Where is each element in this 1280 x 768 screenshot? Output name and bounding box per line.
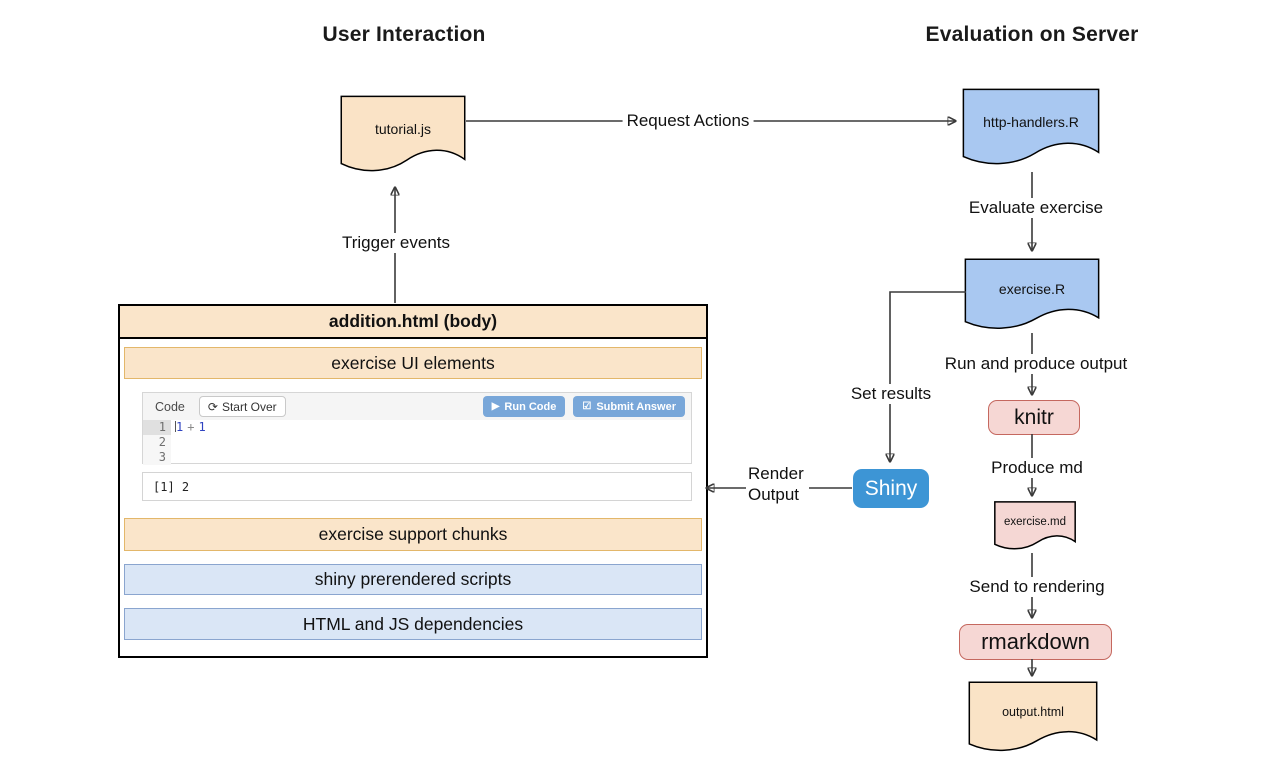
code-token: + bbox=[187, 420, 195, 434]
code-line: 1+1 bbox=[171, 420, 691, 435]
label-send-to-rendering: Send to rendering bbox=[965, 577, 1109, 597]
exercise-output-text: [1] 2 bbox=[153, 479, 190, 494]
addition-html-header: addition.html (body) bbox=[120, 306, 706, 339]
band-shiny-prerendered-scripts: shiny prerendered scripts bbox=[124, 564, 702, 595]
band-exercise-support-chunks: exercise support chunks bbox=[124, 518, 702, 551]
document-shape bbox=[968, 681, 1098, 758]
run-code-button[interactable]: ▶ Run Code bbox=[482, 396, 566, 417]
label-evaluate-exercise: Evaluate exercise bbox=[964, 198, 1108, 218]
line-number: 3 bbox=[158, 450, 166, 464]
node-tutorial-js: tutorial.js bbox=[340, 95, 466, 179]
label-set-results: Set results bbox=[846, 384, 936, 404]
node-label: exercise.md bbox=[1004, 516, 1066, 529]
node-exercise-r: exercise.R bbox=[964, 258, 1100, 336]
node-output-html: output.html bbox=[968, 681, 1098, 758]
start-over-button[interactable]: ⟳ Start Over bbox=[198, 396, 286, 417]
submit-answer-label: Submit Answer bbox=[596, 400, 676, 413]
label-render: Render bbox=[748, 464, 804, 483]
checkbox-icon: ☑ bbox=[582, 400, 592, 412]
text-cursor bbox=[175, 421, 176, 432]
title-user-interaction: User Interaction bbox=[322, 23, 486, 46]
document-shape bbox=[340, 95, 466, 179]
node-knitr: knitr bbox=[988, 400, 1080, 435]
start-over-label: Start Over bbox=[221, 399, 277, 414]
band-exercise-ui-elements: exercise UI elements bbox=[124, 347, 702, 379]
node-label: output.html bbox=[1002, 704, 1064, 719]
node-exercise-md: exercise.md bbox=[994, 501, 1076, 554]
play-icon: ▶ bbox=[491, 400, 500, 412]
node-rmarkdown: rmarkdown bbox=[959, 624, 1112, 660]
band-html-js-dependencies: HTML and JS dependencies bbox=[124, 608, 702, 640]
node-label: exercise.R bbox=[998, 281, 1066, 298]
refresh-icon: ⟳ bbox=[207, 399, 218, 414]
code-token: 1 bbox=[176, 420, 184, 434]
editor-toolbar: Code ⟳ Start Over ▶ Run Code ☑ Submit An… bbox=[143, 393, 691, 420]
node-shiny: Shiny bbox=[853, 469, 929, 508]
label-output: Output bbox=[748, 485, 800, 504]
line-number: 2 bbox=[158, 435, 166, 449]
editor-gutter: 1 2 3 bbox=[143, 420, 171, 465]
code-input-area[interactable]: 1+1 bbox=[171, 420, 691, 465]
node-label: http-handlers.R bbox=[983, 113, 1079, 130]
editor-body[interactable]: 1 2 3 1+1 bbox=[143, 420, 691, 465]
submit-answer-button[interactable]: ☑ Submit Answer bbox=[573, 396, 685, 417]
document-shape bbox=[994, 501, 1076, 554]
code-label: Code bbox=[155, 399, 185, 414]
label-run-and-produce-output: Run and produce output bbox=[940, 354, 1132, 374]
run-code-label: Run Code bbox=[504, 400, 557, 413]
title-evaluation-on-server: Evaluation on Server bbox=[925, 23, 1139, 46]
document-shape bbox=[964, 258, 1100, 336]
label-render-output: Render Output bbox=[746, 463, 809, 505]
edge-set-results bbox=[890, 291, 966, 461]
label-request-actions: Request Actions bbox=[622, 111, 754, 131]
document-shape bbox=[962, 88, 1100, 172]
node-label: tutorial.js bbox=[374, 120, 432, 137]
label-trigger-events: Trigger events bbox=[337, 233, 455, 253]
label-produce-md: Produce md bbox=[987, 458, 1087, 478]
exercise-output-box: [1] 2 bbox=[142, 472, 692, 501]
addition-html-container: addition.html (body) exercise UI element… bbox=[118, 304, 708, 658]
code-token: 1 bbox=[198, 420, 206, 434]
line-number: 1 bbox=[143, 420, 171, 435]
node-http-handlers: http-handlers.R bbox=[962, 88, 1100, 172]
code-editor[interactable]: Code ⟳ Start Over ▶ Run Code ☑ Submit An… bbox=[142, 392, 692, 465]
